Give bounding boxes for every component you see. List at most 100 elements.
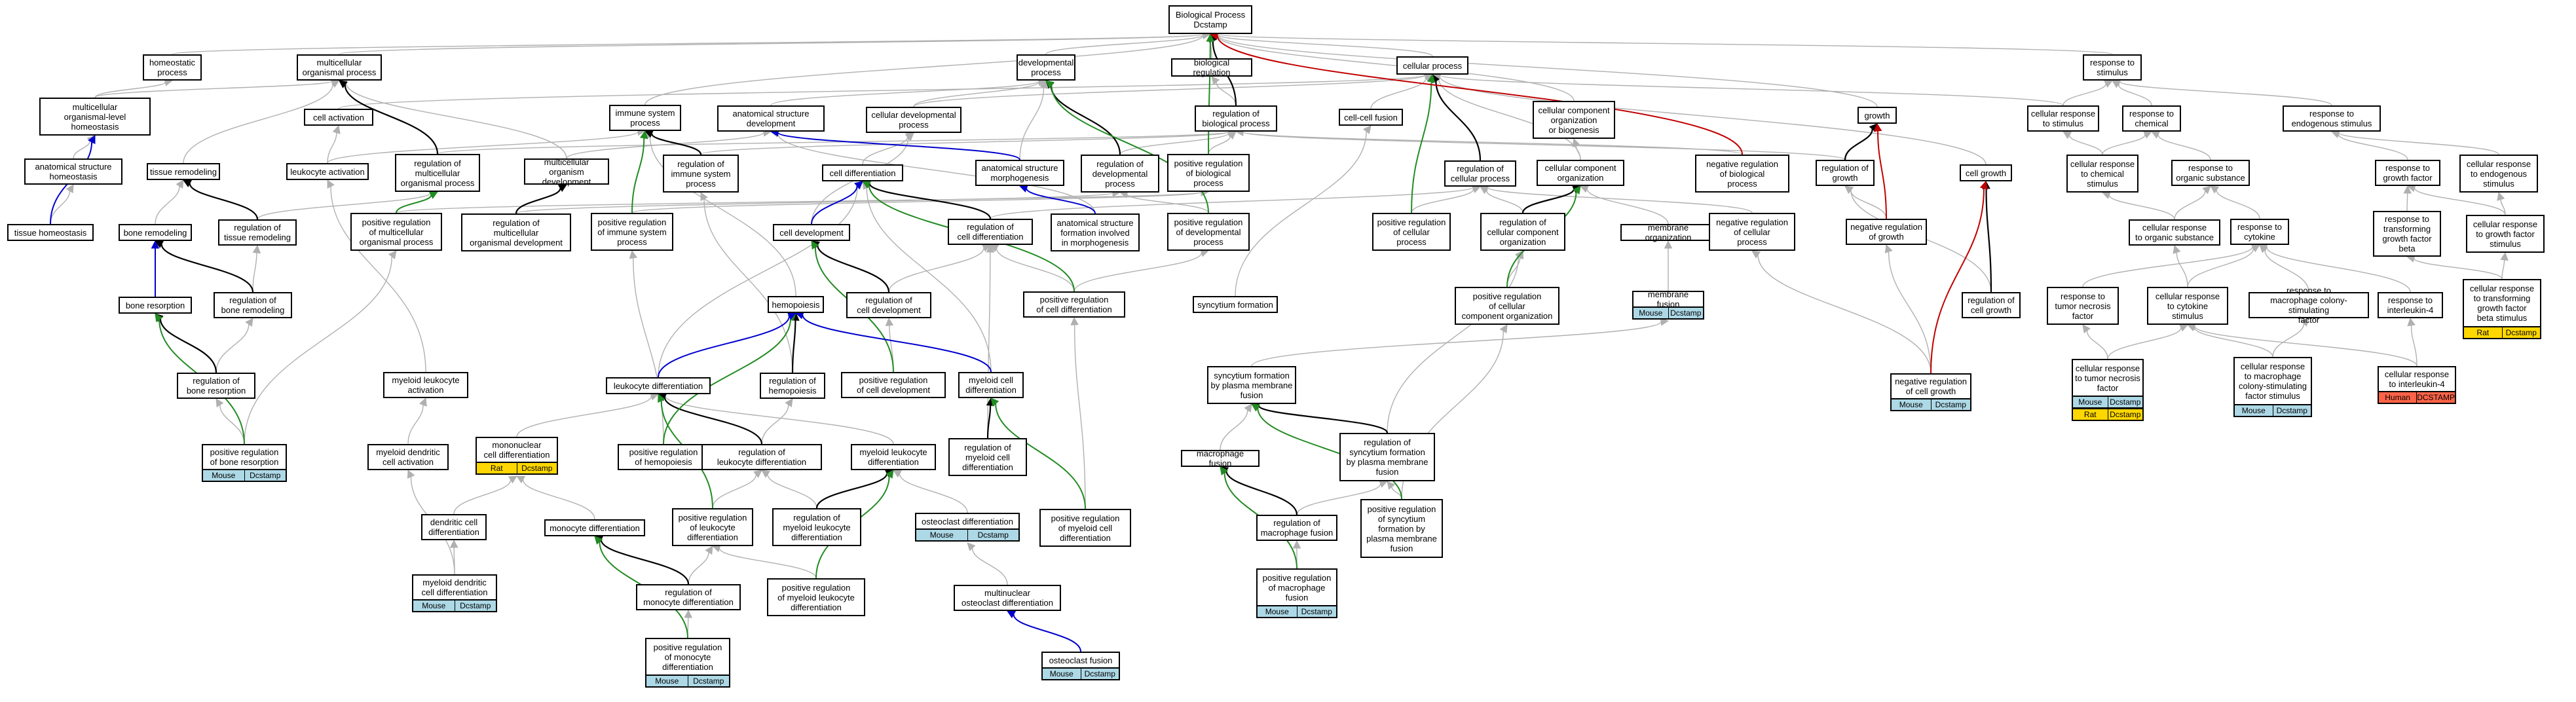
go-term-homeostatic-process[interactable]: homeostatic process <box>143 54 202 81</box>
go-term-leukocyte-differentiation[interactable]: leukocyte differentiation <box>606 377 711 394</box>
go-term-regulation-of-cellular-process[interactable]: regulation of cellular process <box>1444 160 1516 187</box>
go-term-regulation-of-bone-resorption[interactable]: regulation of bone resorption <box>177 373 255 399</box>
go-term-cellular-component-organization-or-biogenesis[interactable]: cellular component organization or bioge… <box>1533 101 1615 139</box>
go-term-bp[interactable]: Biological Process Dcstamp <box>1168 5 1252 34</box>
go-term-response-to-interleukin-4[interactable]: response to interleukin-4 <box>2378 292 2443 318</box>
go-term-leukocyte-activation[interactable]: leukocyte activation <box>286 163 369 180</box>
go-term-biological-regulation[interactable]: biological regulation <box>1171 58 1252 77</box>
go-term-anatomical-structure-homeostasis[interactable]: anatomical structure homeostasis <box>24 158 122 185</box>
go-term-cellular-response-to-macrophage-colony-stimulating-factor-stimulus[interactable]: cellular response to macrophage colony-s… <box>2233 357 2312 405</box>
go-term-response-to-endogenous-stimulus[interactable]: response to endogenous stimulus <box>2283 105 2381 132</box>
go-term-regulation-of-cell-growth[interactable]: regulation of cell growth <box>1962 292 2021 318</box>
go-term-positive-regulation-of-immune-system-process[interactable]: positive regulation of immune system pro… <box>591 213 673 251</box>
go-term-monocyte-differentiation[interactable]: monocyte differentiation <box>544 519 645 536</box>
go-term-response-to-macrophage-colony-stimulating-factor[interactable]: response to macrophage colony-stimulatin… <box>2249 286 2369 325</box>
go-term-regulation-of-leukocyte-differentiation[interactable]: regulation of leukocyte differentiation <box>701 444 822 470</box>
go-term-positive-regulation-of-biological-process[interactable]: positive regulation of biological proces… <box>1167 154 1250 192</box>
go-term-response-to-cytokine-stimulus[interactable]: cellular response to cytokine stimulus <box>2147 287 2228 325</box>
go-term-response-to-organic-substance[interactable]: response to organic substance <box>2171 160 2250 186</box>
go-term-positive-regulation-of-cellular-component-organization[interactable]: positive regulation of cellular componen… <box>1455 287 1559 325</box>
go-term-osteoclast-differentiation[interactable]: osteoclast differentiation <box>915 513 1020 530</box>
go-term-myeloid-cell-differentiation[interactable]: myeloid cell differentiation <box>958 372 1024 398</box>
go-term-negative-regulation-of-biological-process[interactable]: negative regulation of biological proces… <box>1695 155 1789 193</box>
go-term-myeloid-leukocyte-activation[interactable]: myeloid leukocyte activation <box>383 372 468 398</box>
go-term-dendritic-cell-differentiation[interactable]: dendritic cell differentiation <box>421 514 487 540</box>
go-term-regulation-of-macrophage-fusion[interactable]: regulation of macrophage fusion <box>1256 515 1337 541</box>
go-term-regulation-of-biological-process[interactable]: regulation of biological process <box>1195 105 1277 132</box>
go-term-mononuclear-cell-differentiation[interactable]: mononuclear cell differentiation <box>476 437 558 463</box>
go-term-regulation-of-cell-differentiation[interactable]: regulation of cell differentiation <box>948 219 1033 245</box>
go-term-syncytium-formation[interactable]: syncytium formation <box>1193 296 1278 313</box>
go-term-cellular-response-to-growth-factor-stimulus[interactable]: cellular response to growth factor stimu… <box>2466 215 2545 253</box>
go-term-myeloid-dendritic-cell-activation[interactable]: myeloid dendritic cell activation <box>367 444 449 470</box>
go-term-regulation-of-monocyte-differentiation[interactable]: regulation of monocyte differentiation <box>636 584 741 610</box>
go-term-response-to-chemical[interactable]: response to chemical <box>2122 105 2181 132</box>
go-term-positive-regulation-of-hemopoiesis[interactable]: positive regulation of hemopoiesis <box>618 444 709 470</box>
go-term-cellular-response-to-stimulus[interactable]: cellular response to stimulus <box>2027 105 2099 132</box>
go-term-negative-regulation-of-cellular-process[interactable]: negative regulation of cellular process <box>1709 213 1795 251</box>
go-term-macrophage-fusion[interactable]: macrophage fusion <box>1181 449 1260 468</box>
go-term-response-to-cytokine[interactable]: response to cytokine <box>2230 219 2289 245</box>
go-term-negative-regulation-of-growth[interactable]: negative regulation of growth <box>1846 219 1927 245</box>
go-term-cell-differentiation[interactable]: cell differentiation <box>822 164 903 181</box>
go-term-cellular-response-to-endogenous-stimulus[interactable]: cellular response to endogenous stimulus <box>2459 155 2538 193</box>
go-term-regulation-of-multicellular-organismal-process[interactable]: regulation of multicellular organismal p… <box>395 154 480 192</box>
go-term-membrane-organization[interactable]: membrane organization <box>1620 223 1716 242</box>
go-term-regulation-of-hemopoiesis[interactable]: regulation of hemopoiesis <box>760 373 825 399</box>
go-term-positive-regulation-of-bone-resorption[interactable]: positive regulation of bone resorption <box>202 444 287 470</box>
go-term-membrane-fusion[interactable]: membrane fusion <box>1632 289 1704 309</box>
go-term-anatomical-structure-morphogenesis[interactable]: anatomical structure morphogenesis <box>975 160 1064 186</box>
go-term-positive-regulation-of-developmental-process[interactable]: positive regulation of developmental pro… <box>1167 213 1250 251</box>
go-term-negative-regulation-of-cell-growth[interactable]: negative regulation of cell growth <box>1890 373 1971 399</box>
go-term-cellular-component-organization[interactable]: cellular component organization <box>1537 160 1624 186</box>
go-term-response-to-tumor-necrosis-factor[interactable]: response to tumor necrosis factor <box>2047 287 2119 325</box>
go-term-multicellular-organismal-level-homeostasis[interactable]: multicellular organismal-level homeostas… <box>39 98 151 136</box>
go-term-cellular-response-to-chemical-stimulus[interactable]: cellular response to chemical stimulus <box>2066 155 2138 193</box>
go-term-regulation-of-multicellular-organismal-development[interactable]: regulation of multicellular organismal d… <box>461 213 571 251</box>
go-term-regulation-of-tissue-remodeling[interactable]: regulation of tissue remodeling <box>218 219 297 246</box>
go-term-osteoclast-fusion[interactable]: osteoclast fusion <box>1041 652 1120 669</box>
go-term-positive-regulation-of-myeloid-cell-differentiation[interactable]: positive regulation of myeloid cell diff… <box>1039 509 1131 547</box>
go-term-cellular-process[interactable]: cellular process <box>1396 56 1468 75</box>
go-term-positive-regulation-of-cell-development[interactable]: positive regulation of cell development <box>841 372 946 398</box>
go-term-anatomical-structure-formation-involved-in-morphogenesis[interactable]: anatomical structure formation involved … <box>1051 213 1140 251</box>
go-term-cell-development[interactable]: cell development <box>773 224 850 241</box>
go-term-cell-growth[interactable]: cell growth <box>1960 164 2012 181</box>
go-term-cell-activation[interactable]: cell activation <box>304 109 373 126</box>
go-term-response-to-transforming-growth-factor-beta[interactable]: response to transforming growth factor b… <box>2373 211 2441 257</box>
go-term-response-to-growth-factor[interactable]: response to growth factor <box>2375 160 2440 186</box>
go-term-positive-regulation-of-macrophage-fusion[interactable]: positive regulation of macrophage fusion <box>1256 568 1337 606</box>
go-term-positive-regulation-of-multicellular-organismal-process[interactable]: positive regulation of multicellular org… <box>350 213 442 251</box>
go-term-regulation-of-myeloid-leukocyte-differentiation[interactable]: regulation of myeloid leukocyte differen… <box>772 508 861 546</box>
go-term-response-to-stimulus[interactable]: response to stimulus <box>2083 54 2142 81</box>
go-term-regulation-of-myeloid-cell-differentiation[interactable]: regulation of myeloid cell differentiati… <box>948 438 1027 476</box>
go-term-bone-remodeling[interactable]: bone remodeling <box>119 224 192 241</box>
go-term-multicellular-organismal-process[interactable]: multicellular organismal process <box>297 54 382 81</box>
go-term-myeloid-dendritic-cell-differentiation[interactable]: myeloid dendritic cell differentiation <box>412 574 497 600</box>
go-term-multicellular-organism-development[interactable]: multicellular organism development <box>524 157 609 187</box>
go-term-developmental-process[interactable]: developmental process <box>1017 54 1075 81</box>
go-term-positive-regulation-of-myeloid-leukocyte-differentiation[interactable]: positive regulation of myeloid leukocyte… <box>767 578 865 616</box>
go-term-cellular-response-to-tumor-necrosis-factor[interactable]: cellular response to tumor necrosis fact… <box>2072 359 2144 397</box>
go-term-cellular-response-to-interleukin-4[interactable]: cellular response to interleukin-4 <box>2378 366 2456 392</box>
go-term-tissue-homeostasis[interactable]: tissue homeostasis <box>7 224 94 241</box>
go-term-positive-regulation-of-leukocyte-differentiation[interactable]: positive regulation of leukocyte differe… <box>672 508 753 546</box>
go-term-growth[interactable]: growth <box>1857 107 1897 124</box>
go-term-regulation-of-cell-development[interactable]: regulation of cell development <box>846 292 931 318</box>
go-term-cell-cell-fusion[interactable]: cell-cell fusion <box>1339 109 1403 126</box>
go-term-cellular-response-to-transforming-growth-factor-beta-stimulus[interactable]: cellular response to transforming growth… <box>2463 279 2541 327</box>
go-term-cellular-developmental-process[interactable]: cellular developmental process <box>866 107 961 133</box>
go-term-regulation-of-bone-remodeling[interactable]: regulation of bone remodeling <box>214 292 292 318</box>
go-term-positive-regulation-of-syncytium-formation-by-plasma-membrane-fusion[interactable]: positive regulation of syncytium formati… <box>1360 499 1443 558</box>
go-term-regulation-of-cellular-component-organization[interactable]: regulation of cellular component organiz… <box>1480 213 1565 251</box>
go-term-regulation-of-growth[interactable]: regulation of growth <box>1816 160 1875 186</box>
go-term-hemopoiesis[interactable]: hemopoiesis <box>768 296 824 313</box>
go-term-regulation-of-syncytium-formation-by-plasma-membrane-fusion[interactable]: regulation of syncytium formation by pla… <box>1339 433 1435 481</box>
go-term-anatomical-structure-development[interactable]: anatomical structure development <box>717 105 825 132</box>
go-term-bone-resorption[interactable]: bone resorption <box>119 297 192 314</box>
go-term-positive-regulation-of-cell-differentiation[interactable]: positive regulation of cell differentiat… <box>1023 291 1125 318</box>
go-term-tissue-remodeling[interactable]: tissue remodeling <box>147 163 220 180</box>
go-term-immune-system-process[interactable]: immune system process <box>609 105 681 131</box>
go-term-cellular-response-to-organic-substance[interactable]: cellular response to organic substance <box>2129 219 2220 246</box>
go-term-multinuclear-osteoclast-differentiation[interactable]: multinuclear osteoclast differentiation <box>954 585 1061 611</box>
